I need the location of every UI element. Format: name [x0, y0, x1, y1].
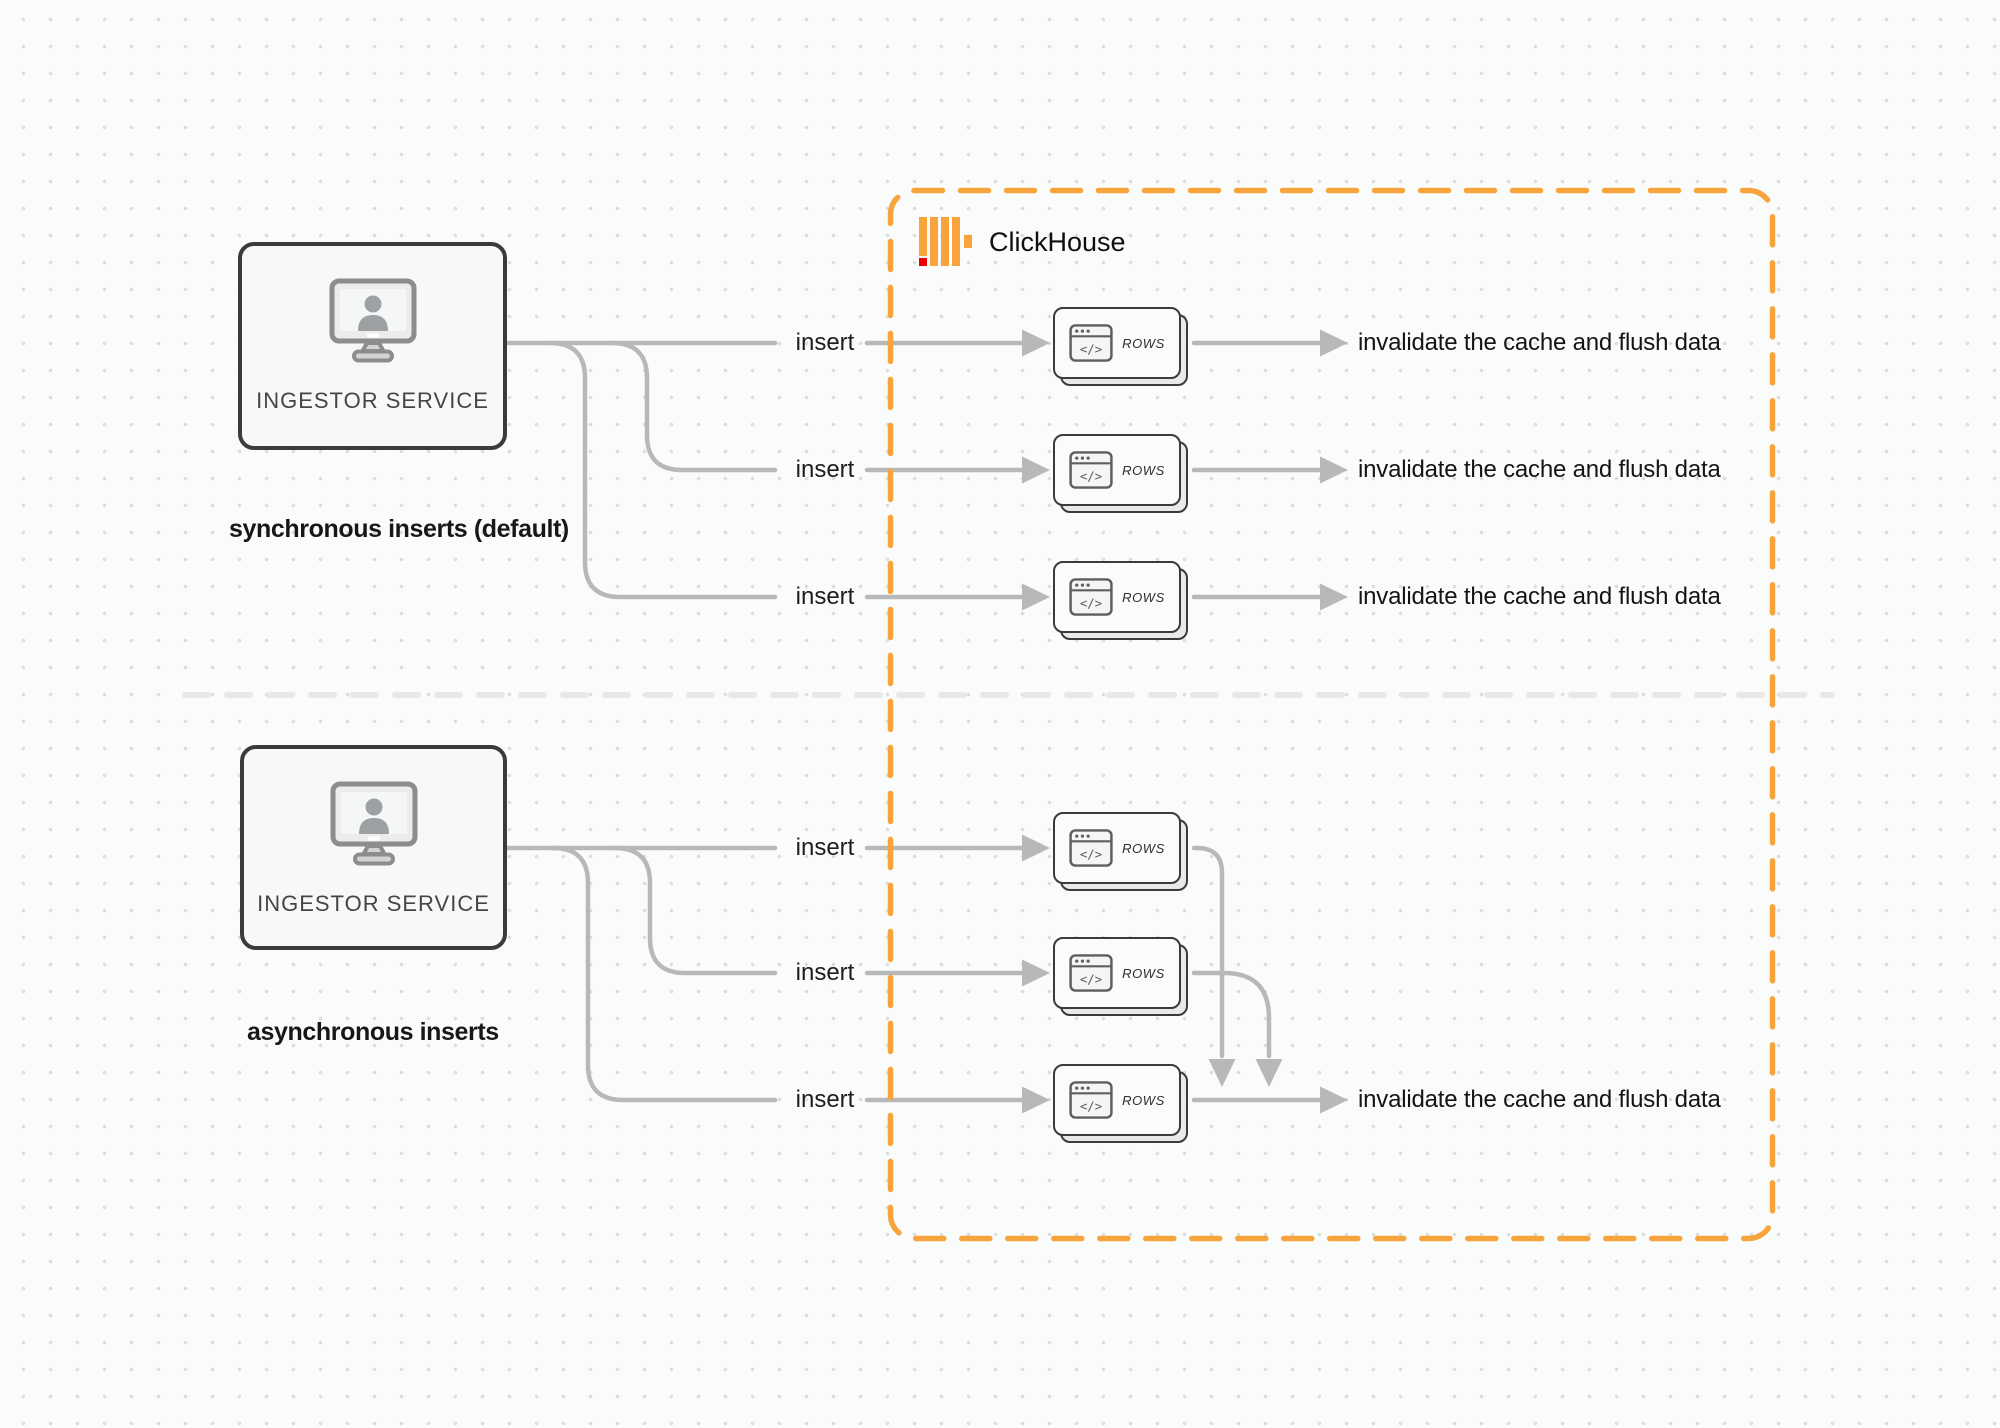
- code-window-icon: </>: [1069, 829, 1113, 867]
- insert-label: insert: [795, 834, 855, 861]
- monitor-user-icon: [329, 278, 416, 363]
- result-label: invalidate the cache and flush data: [1358, 583, 1721, 610]
- svg-text:</>: </>: [1080, 469, 1102, 483]
- card-face: </> ROWS: [1053, 307, 1181, 379]
- rows-table-card: </> ROWS: [1053, 1064, 1188, 1143]
- card-face: </> ROWS: [1053, 937, 1181, 1009]
- ingestor-service-box-async: INGESTOR SERVICE: [240, 745, 507, 950]
- card-face: </> ROWS: [1053, 561, 1181, 633]
- card-face: </> ROWS: [1053, 812, 1181, 884]
- source-label: INGESTOR SERVICE: [256, 388, 489, 413]
- monitor-user-icon: [330, 781, 417, 866]
- rows-label: ROWS: [1122, 462, 1165, 478]
- svg-text:</>: </>: [1080, 342, 1102, 356]
- rows-table-card: </> ROWS: [1053, 812, 1188, 891]
- rows-table-card: </> ROWS: [1053, 307, 1188, 386]
- code-window-icon: </>: [1069, 451, 1113, 489]
- result-label: invalidate the cache and flush data: [1358, 1086, 1721, 1113]
- rows-table-card: </> ROWS: [1053, 561, 1188, 640]
- arrowheads: [1022, 329, 1348, 1114]
- rows-label: ROWS: [1122, 965, 1165, 981]
- insert-label: insert: [795, 329, 855, 356]
- rows-table-card: </> ROWS: [1053, 434, 1188, 513]
- card-face: </> ROWS: [1053, 1064, 1181, 1136]
- clickhouse-wordmark: ClickHouse: [989, 227, 1126, 257]
- connector-lines: [504, 340, 1323, 1103]
- rows-table-card: </> ROWS: [1053, 937, 1188, 1016]
- code-window-icon: </>: [1069, 1081, 1113, 1119]
- svg-text:</>: </>: [1080, 596, 1102, 610]
- code-window-icon: </>: [1069, 578, 1113, 616]
- clickhouse-logo: ClickHouse: [919, 217, 1126, 272]
- source-label: INGESTOR SERVICE: [257, 891, 490, 916]
- svg-text:</>: </>: [1080, 847, 1102, 861]
- clickhouse-logo-icon: [919, 217, 972, 266]
- rows-label: ROWS: [1122, 1092, 1165, 1108]
- rows-label: ROWS: [1122, 840, 1165, 856]
- caption-asynchronous: asynchronous inserts: [247, 1018, 499, 1046]
- result-label: invalidate the cache and flush data: [1358, 456, 1721, 483]
- insert-label: insert: [795, 1086, 855, 1113]
- rows-label: ROWS: [1122, 335, 1165, 351]
- code-window-icon: </>: [1069, 954, 1113, 992]
- svg-text:</>: </>: [1080, 972, 1102, 986]
- clickhouse-boundary: [887, 187, 1776, 1242]
- caption-synchronous: synchronous inserts (default): [229, 515, 569, 543]
- svg-text:</>: </>: [1080, 1099, 1102, 1113]
- rows-label: ROWS: [1122, 589, 1165, 605]
- result-label: invalidate the cache and flush data: [1358, 329, 1721, 356]
- insert-label: insert: [795, 456, 855, 483]
- code-window-icon: </>: [1069, 324, 1113, 362]
- insert-label: insert: [795, 959, 855, 986]
- ingestor-service-box-sync: INGESTOR SERVICE: [238, 242, 507, 450]
- insert-label: insert: [795, 583, 855, 610]
- card-face: </> ROWS: [1053, 434, 1181, 506]
